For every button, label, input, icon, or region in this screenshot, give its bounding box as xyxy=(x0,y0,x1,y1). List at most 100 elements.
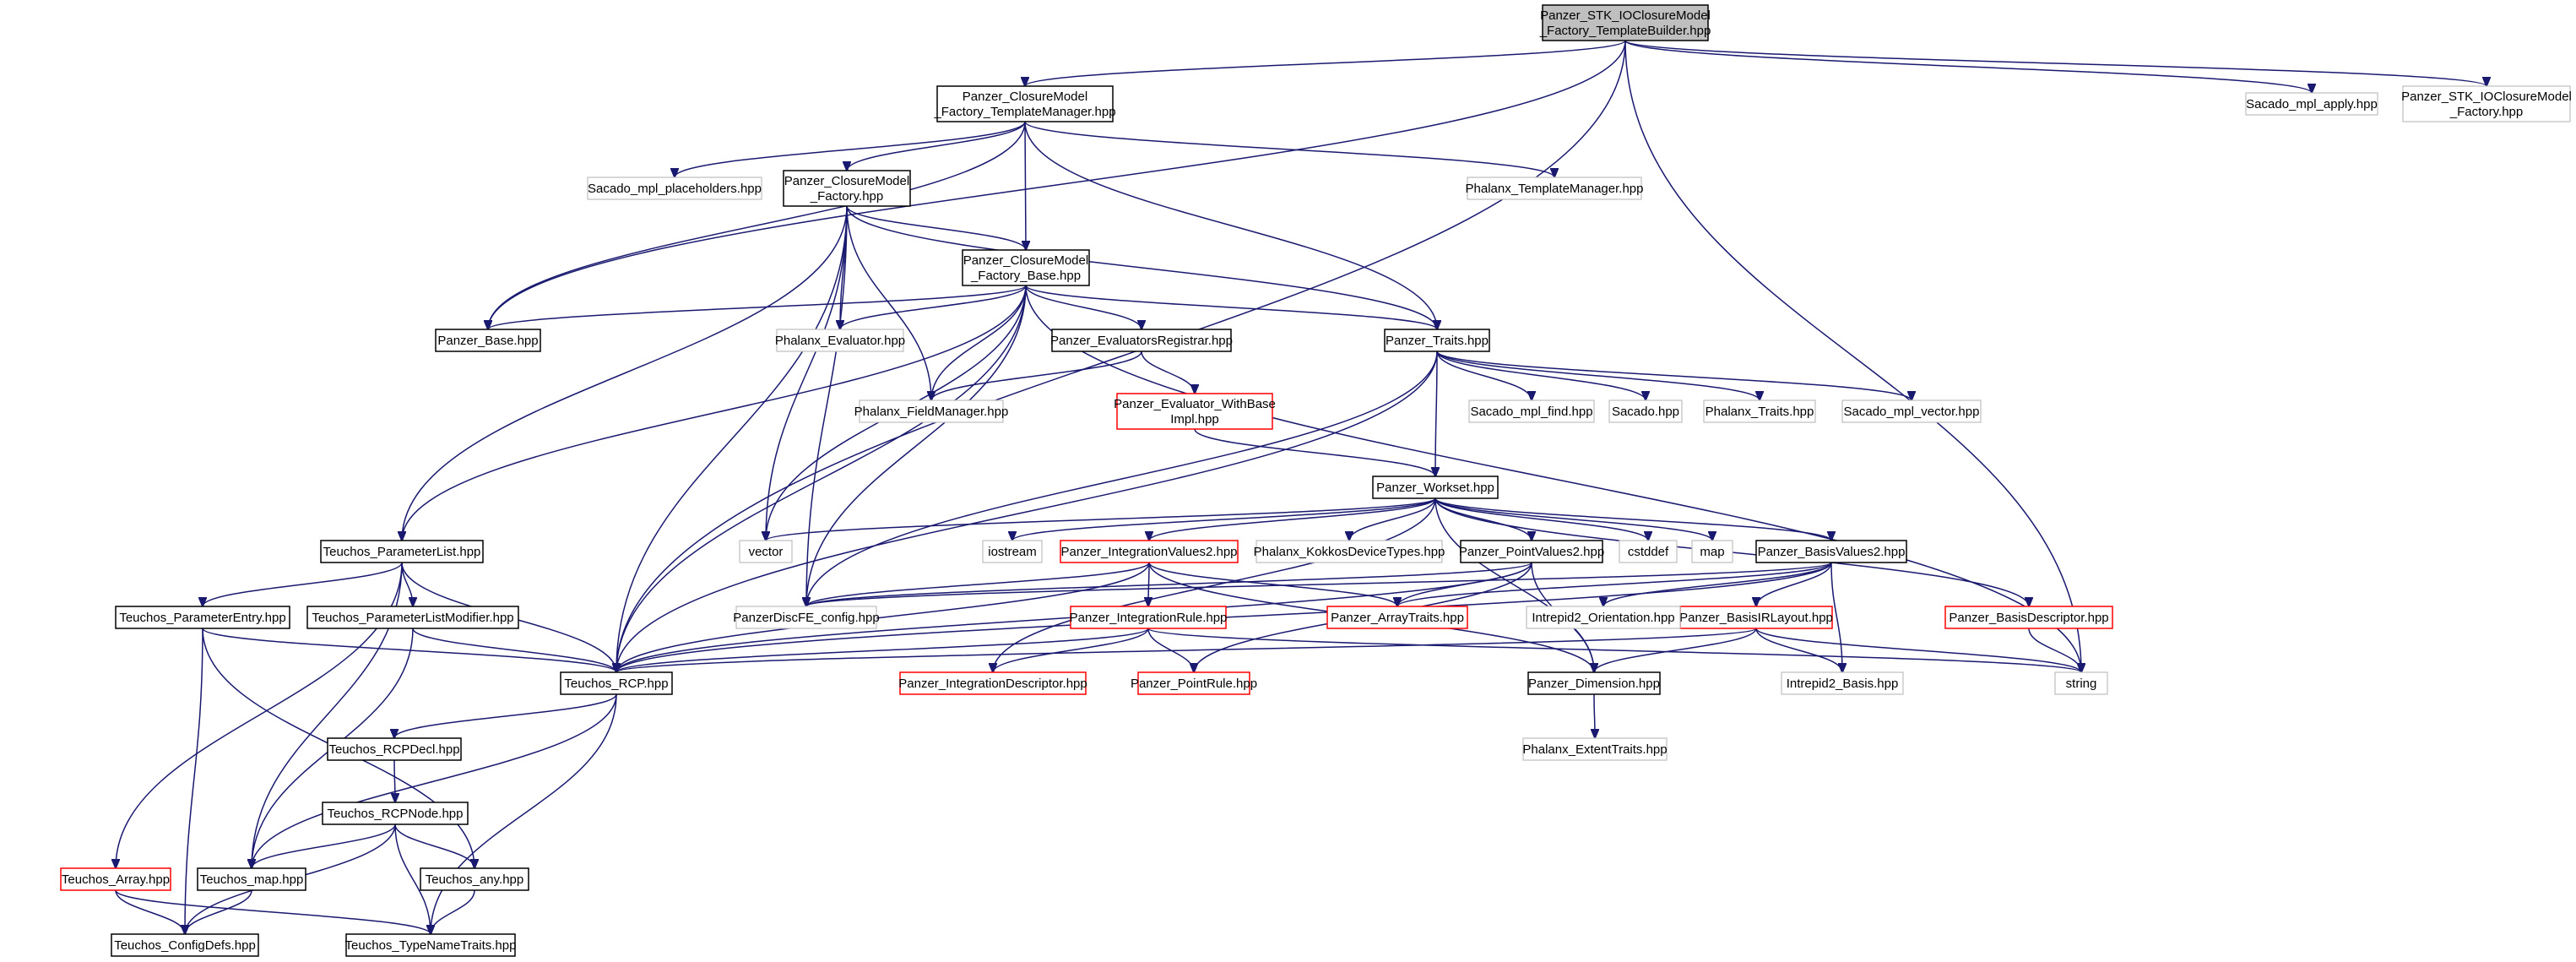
node-tmgr[interactable]: Panzer_ClosureModel_Factory_TemplateMana… xyxy=(933,85,1116,122)
node-factory[interactable]: Panzer_ClosureModel_Factory.hpp xyxy=(783,170,911,207)
edge-factory-to-phfm xyxy=(846,205,931,400)
node-intrule[interactable]: Panzer_IntegrationRule.hpp xyxy=(1070,606,1228,629)
node-plist[interactable]: Teuchos_ParameterList.hpp xyxy=(320,540,484,563)
node-map-box xyxy=(1691,540,1733,563)
node-tarray[interactable]: Teuchos_Array.hpp xyxy=(60,867,171,891)
node-basisir[interactable]: Panzer_BasisIRLayout.hpp xyxy=(1679,606,1833,629)
node-fbase-box xyxy=(962,249,1090,286)
node-extent[interactable]: Phalanx_ExtentTraits.hpp xyxy=(1522,737,1668,761)
node-string-box xyxy=(2054,671,2108,695)
node-arrtr-label-0: Panzer_ArrayTraits.hpp xyxy=(1331,611,1464,625)
node-rcpnode[interactable]: Teuchos_RCPNode.hpp xyxy=(322,802,469,825)
node-tmap-box xyxy=(197,867,306,891)
node-workset[interactable]: Panzer_Workset.hpp xyxy=(1372,476,1499,499)
node-pointv2-box xyxy=(1460,540,1603,563)
node-phtraits[interactable]: Phalanx_Traits.hpp xyxy=(1703,399,1816,423)
node-iorient-label-0: Intrepid2_Orientation.hpp xyxy=(1532,611,1674,625)
node-intv2[interactable]: Panzer_IntegrationValues2.hpp xyxy=(1060,540,1239,563)
edge-basisir-to-rcp xyxy=(616,628,1757,672)
edge-intrule-to-rcp xyxy=(616,628,1149,672)
node-ptrule-label-0: Panzer_PointRule.hpp xyxy=(1131,677,1257,691)
edge-basisv2-to-basisir xyxy=(1756,562,1832,606)
node-map[interactable]: map xyxy=(1691,540,1733,563)
edge-workset-to-iostream xyxy=(1012,497,1436,541)
node-iorient[interactable]: Intrepid2_Orientation.hpp xyxy=(1526,606,1681,629)
node-root-label-1: _Factory_TemplateBuilder.hpp xyxy=(1539,24,1711,38)
node-basisdesc-label-0: Panzer_BasisDescriptor.hpp xyxy=(1949,611,2108,625)
node-rcp[interactable]: Teuchos_RCP.hpp xyxy=(560,671,673,695)
edge-fbase-to-plist xyxy=(402,285,1027,541)
node-intv2-label-0: Panzer_IntegrationValues2.hpp xyxy=(1060,545,1237,559)
node-kokkos[interactable]: Phalanx_KokkosDeviceTypes.hpp xyxy=(1254,540,1445,563)
node-tany[interactable]: Teuchos_any.hpp xyxy=(420,867,529,891)
node-phfm[interactable]: Phalanx_FieldManager.hpp xyxy=(854,399,1009,423)
edge-traits-to-phtraits xyxy=(1436,351,1760,400)
node-sfind[interactable]: Sacado_mpl_find.hpp xyxy=(1468,399,1595,423)
node-iostream[interactable]: iostream xyxy=(982,540,1043,563)
node-intdesc[interactable]: Panzer_IntegrationDescriptor.hpp xyxy=(898,671,1087,695)
edge-tmgr-to-traits xyxy=(1024,121,1437,329)
node-svector[interactable]: Sacado_mpl_vector.hpp xyxy=(1841,399,1982,423)
node-dim-label-0: Panzer_Dimension.hpp xyxy=(1528,677,1660,691)
edge-pentry-to-tconf xyxy=(185,628,203,934)
node-splace[interactable]: Sacado_mpl_placeholders.hpp xyxy=(587,177,762,200)
node-pentry[interactable]: Teuchos_ParameterEntry.hpp xyxy=(115,606,290,629)
edge-rcp-to-tmap xyxy=(252,693,617,868)
edge-basisv2-to-ibasis xyxy=(1830,562,1842,672)
edge-root-to-tmgr xyxy=(1025,40,1626,86)
node-basisv2[interactable]: Panzer_BasisValues2.hpp xyxy=(1755,540,1907,563)
edge-fbase-to-phev xyxy=(840,285,1027,329)
node-evreg[interactable]: Panzer_EvaluatorsRegistrar.hpp xyxy=(1050,329,1233,352)
node-discfe[interactable]: PanzerDiscFE_config.hpp xyxy=(733,606,880,629)
node-fbase-label-1: _Factory_Base.hpp xyxy=(970,269,1081,283)
node-vector-label-0: vector xyxy=(749,545,784,559)
node-sacado[interactable]: Sacado.hpp xyxy=(1608,399,1683,423)
edge-intv2-to-rcp xyxy=(616,562,1150,672)
node-sapply[interactable]: Sacado_mpl_apply.hpp xyxy=(2245,92,2378,116)
node-splace-label-0: Sacado_mpl_placeholders.hpp xyxy=(588,182,762,196)
node-phtraits-label-0: Phalanx_Traits.hpp xyxy=(1706,405,1814,419)
edge-root-to-string xyxy=(1624,40,2081,672)
edge-fbase-to-discfe xyxy=(806,285,1027,606)
node-tconf[interactable]: Teuchos_ConfigDefs.hpp xyxy=(111,933,259,957)
node-string[interactable]: string xyxy=(2054,671,2108,695)
node-tany-label-0: Teuchos_any.hpp xyxy=(426,872,523,887)
edge-basisir-to-string xyxy=(1755,628,2081,672)
node-root[interactable]: Panzer_STK_IOClosureModel_Factory_Templa… xyxy=(1539,4,1711,41)
node-cstddef[interactable]: cstddef xyxy=(1619,540,1678,563)
node-dim[interactable]: Panzer_Dimension.hpp xyxy=(1527,671,1661,695)
node-ibasis[interactable]: Intrepid2_Basis.hpp xyxy=(1781,671,1904,695)
edge-tmap-to-tconf xyxy=(185,889,252,934)
node-tany-box xyxy=(420,867,529,891)
edge-tmgr-to-phtmgr xyxy=(1024,121,1554,177)
node-tmap[interactable]: Teuchos_map.hpp xyxy=(197,867,306,891)
edge-basisir-to-ibasis xyxy=(1755,628,1842,672)
node-phtmgr[interactable]: Phalanx_TemplateManager.hpp xyxy=(1466,177,1644,200)
node-vector[interactable]: vector xyxy=(739,540,793,563)
node-stkfac-label-0: Panzer_STK_IOClosureModel xyxy=(2401,90,2572,104)
node-pointv2[interactable]: Panzer_PointValues2.hpp xyxy=(1459,540,1604,563)
node-sacado-box xyxy=(1608,399,1683,423)
node-ttnt[interactable]: Teuchos_TypeNameTraits.hpp xyxy=(345,933,517,957)
node-ptrule[interactable]: Panzer_PointRule.hpp xyxy=(1131,671,1257,695)
edge-factory-to-plist xyxy=(402,205,848,541)
node-ibasis-label-0: Intrepid2_Basis.hpp xyxy=(1787,677,1899,691)
node-evreg-label-0: Panzer_EvaluatorsRegistrar.hpp xyxy=(1050,334,1233,348)
node-tmgr-box xyxy=(936,85,1114,122)
node-sapply-box xyxy=(2245,92,2378,116)
edge-evbase-to-workset xyxy=(1194,428,1435,476)
node-traits-box xyxy=(1384,329,1490,352)
node-traits[interactable]: Panzer_Traits.hpp xyxy=(1384,329,1490,352)
node-phev[interactable]: Phalanx_Evaluator.hpp xyxy=(775,329,905,352)
node-pbase[interactable]: Panzer_Base.hpp xyxy=(435,329,541,352)
edge-tmgr-to-factory xyxy=(847,121,1026,171)
edge-intrule-to-intdesc xyxy=(993,628,1149,672)
node-stkfac[interactable]: Panzer_STK_IOClosureModel_Factory.hpp xyxy=(2401,85,2572,122)
node-iorient-box xyxy=(1526,606,1681,629)
node-rcpdecl[interactable]: Teuchos_RCPDecl.hpp xyxy=(327,737,462,761)
node-arrtr[interactable]: Panzer_ArrayTraits.hpp xyxy=(1326,606,1468,629)
node-basisdesc[interactable]: Panzer_BasisDescriptor.hpp xyxy=(1944,606,2113,629)
node-fbase[interactable]: Panzer_ClosureModel_Factory_Base.hpp xyxy=(962,249,1090,286)
node-plmod[interactable]: Teuchos_ParameterListModifier.hpp xyxy=(306,606,519,629)
